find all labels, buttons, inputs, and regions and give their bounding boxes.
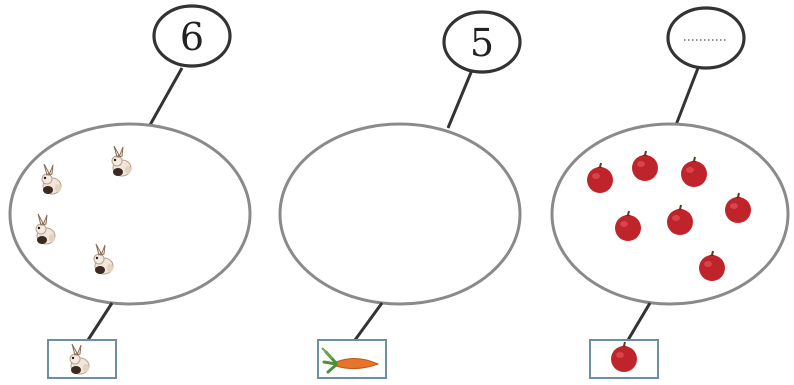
- count-label-2: 5: [470, 21, 494, 65]
- legend-connector-2: [353, 302, 384, 341]
- count-bubble-1: [152, 4, 232, 68]
- count-bubble-3: [666, 6, 746, 70]
- count-label-1: 6: [180, 15, 204, 59]
- count-bubble-2: [442, 10, 522, 74]
- group-ellipse-1: [8, 122, 252, 306]
- legend-connector-1: [86, 302, 114, 341]
- panel-2: 5: [278, 10, 522, 379]
- panel-1: 6: [8, 4, 252, 379]
- connector-line-1: [148, 67, 184, 126]
- legend-connector-3: [626, 302, 652, 341]
- panel-3: [550, 6, 790, 379]
- connector-line-3: [674, 67, 700, 126]
- connector-line-2: [446, 69, 474, 129]
- group-ellipse-2: [278, 122, 522, 306]
